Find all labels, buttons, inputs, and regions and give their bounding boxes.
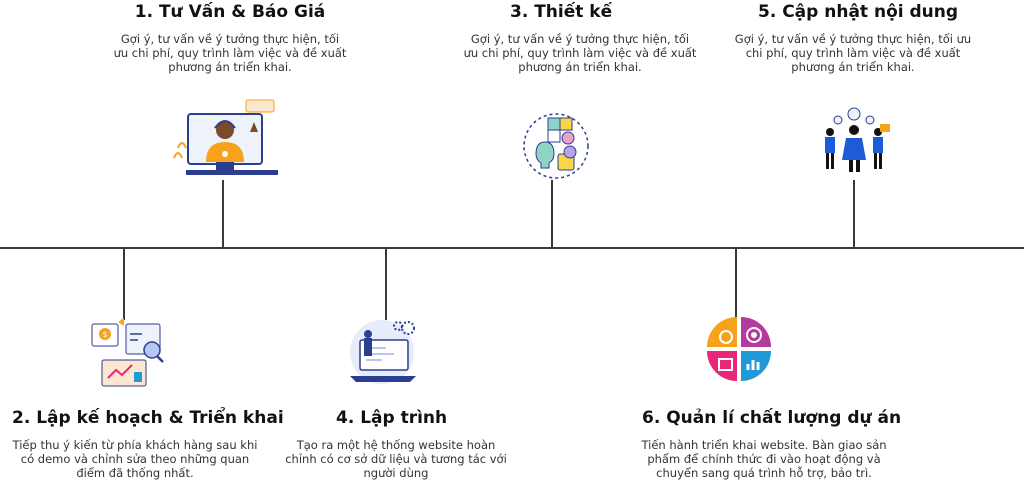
- step-6: 6. Quản lí chất lượng dự án Tiến hành tr…: [612, 408, 916, 480]
- step-3-title: 3. Thiết kế: [510, 2, 613, 22]
- step-5-title: 5. Cập nhật nội dung: [758, 2, 959, 22]
- content-team-icon: [825, 107, 890, 172]
- step-3-description: Gợi ý, tư vấn về ý tưởng thực hiện, tối …: [463, 32, 697, 74]
- connector-4: [385, 248, 387, 320]
- step-2: 2. Lập kế hoạch & Triển khai Tiếp thu ý …: [4, 408, 284, 480]
- step-1: 1. Tư Vấn & Báo Giá Gợi ý, tư vấn về ý t…: [100, 2, 360, 74]
- timeline-axis: [0, 247, 1024, 249]
- step-4: 4. Lập trình Tạo ra một hệ thống website…: [268, 408, 524, 480]
- quality-quadrant-icon: [707, 317, 771, 381]
- step-2-description: Tiếp thu ý kiến từ phía khách hàng sau k…: [12, 438, 258, 480]
- connector-2: [123, 248, 125, 320]
- connector-1: [222, 180, 224, 248]
- programming-laptop-icon: [350, 320, 416, 384]
- step-1-description: Gợi ý, tư vấn về ý tưởng thực hiện, tối …: [113, 32, 347, 74]
- step-2-title: 2. Lập kế hoạch & Triển khai: [12, 408, 284, 428]
- step-1-title: 1. Tư Vấn & Báo Giá: [134, 2, 326, 22]
- planning-analytics-icon: $: [91, 318, 164, 387]
- step-5: 5. Cập nhật nội dung Gợi ý, tư vấn về ý …: [722, 2, 984, 74]
- design-idea-icon: [523, 113, 589, 179]
- connector-3: [551, 180, 553, 248]
- step-6-title: 6. Quản lí chất lượng dự án: [642, 408, 902, 428]
- consultant-video-call-icon: [173, 99, 278, 175]
- step-6-description: Tiến hành triển khai website. Bàn giao s…: [641, 438, 887, 480]
- step-4-description: Tạo ra một hệ thống website hoàn chỉnh c…: [285, 438, 507, 480]
- svg-text:$: $: [102, 330, 107, 339]
- connector-5: [853, 180, 855, 248]
- step-4-title: 4. Lập trình: [336, 408, 448, 428]
- connector-6: [735, 248, 737, 320]
- step-5-description: Gợi ý, tư vấn về ý tưởng thực hiện, tối …: [734, 32, 972, 74]
- step-3: 3. Thiết kế Gợi ý, tư vấn về ý tưởng thự…: [450, 2, 710, 74]
